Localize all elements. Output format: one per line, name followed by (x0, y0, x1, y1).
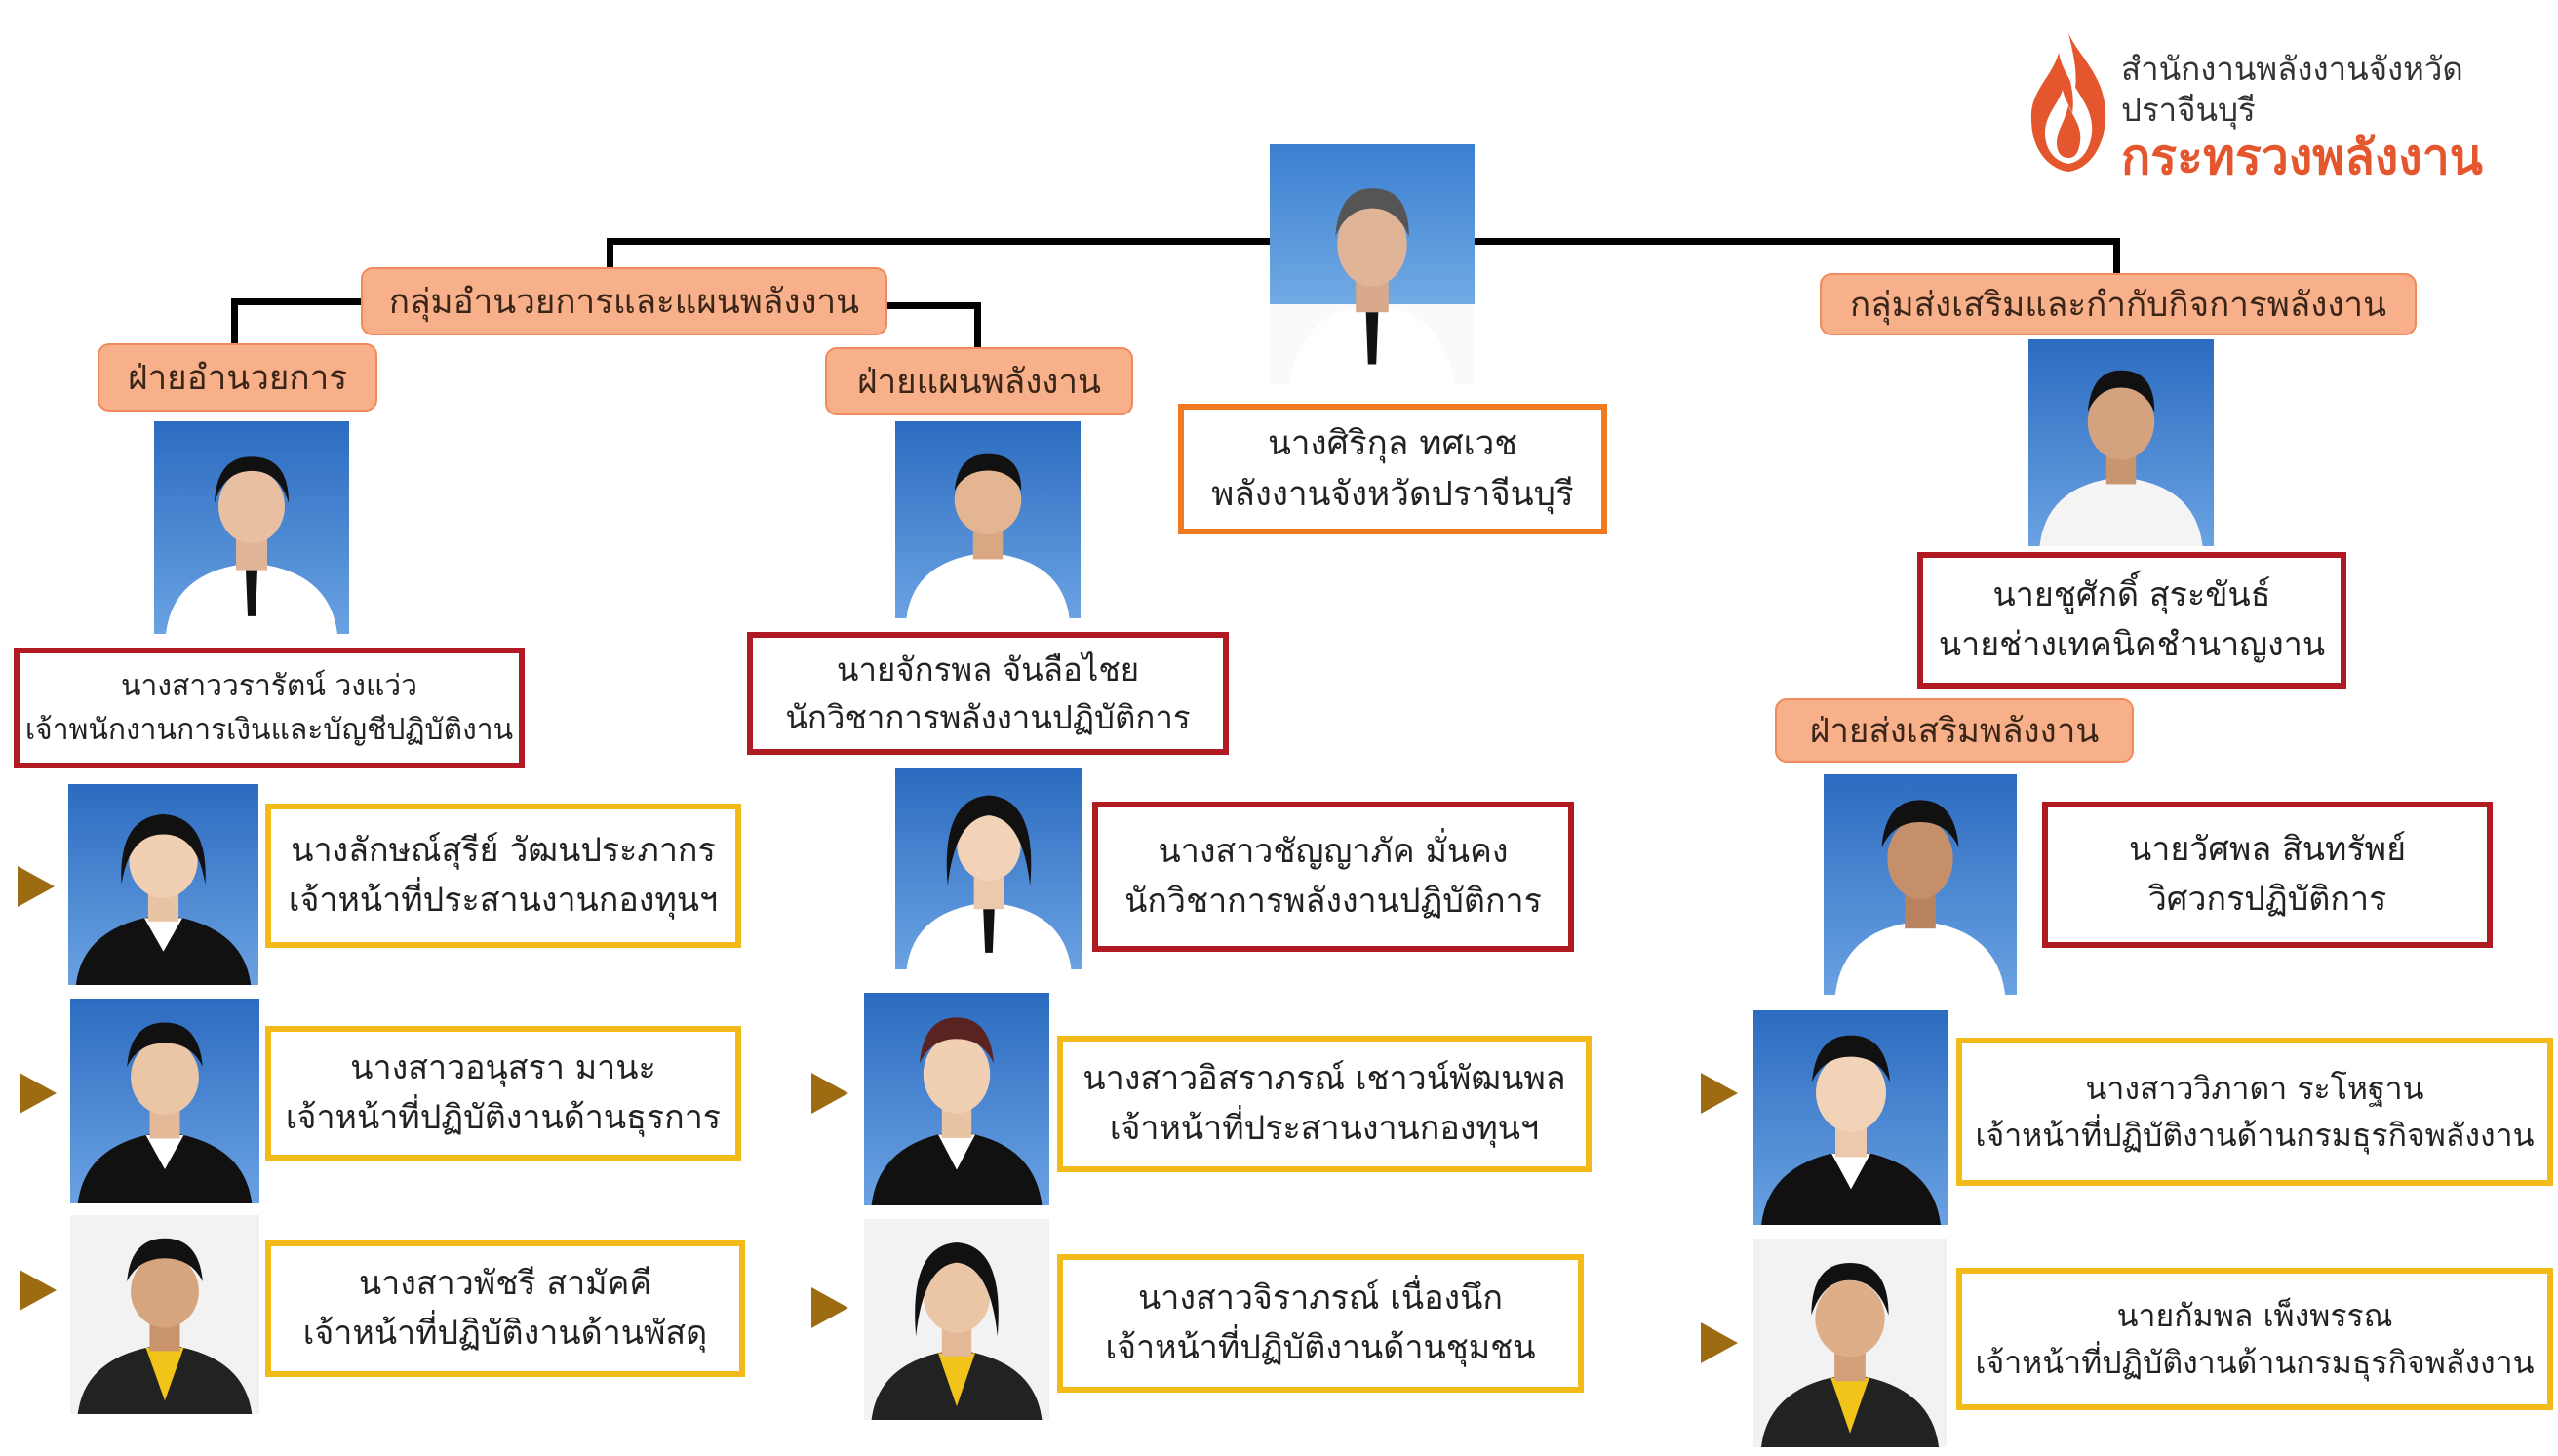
agency-logo: สำนักงานพลังงานจังหวัด ปราจีนบุรี กระทรว… (2024, 29, 2550, 185)
photo-admin-1 (68, 784, 258, 985)
head-card: นางศิริกุล ทศเวช พลังงานจังหวัดปราจีนบุร… (1178, 404, 1607, 534)
photo-promo-lead (2028, 339, 2214, 546)
photo-admin-3 (70, 1215, 259, 1414)
photo-promo-2 (1824, 774, 2017, 995)
arrow-right-icon (1701, 1073, 1738, 1114)
photo-head (1270, 144, 1475, 384)
photo-admin-lead (154, 421, 349, 634)
card-planning-2: นางสาวชัญญาภัค มั่นคง นักวิชาการพลังงานป… (1092, 802, 1574, 952)
connector-planning (884, 302, 981, 309)
group-promotion: กลุ่มส่งเสริมและกำกับกิจการพลังงาน (1820, 273, 2417, 335)
logo-line-3: กระทรวงพลังงาน (2121, 129, 2483, 185)
division-admin: ฝ่ายอำนวยการ (98, 343, 377, 412)
connector-right-drop (2113, 238, 2120, 273)
card-promo-lead: นายชูศักดิ์ สุระขันธ์ นายช่างเทคนิคชำนาญ… (1917, 552, 2346, 689)
card-promo-4: นายกัมพล เพ็งพรรณ เจ้าหน้าที่ปฏิบัติงานด… (1956, 1268, 2553, 1410)
photo-promo-3 (1753, 1010, 1948, 1225)
flame-logo-icon (2030, 33, 2106, 172)
head-position: พลังงานจังหวัดปราจีนบุรี (1211, 475, 1574, 514)
arrow-right-icon (20, 1073, 57, 1114)
logo-line-1: สำนักงานพลังงานจังหวัด (2121, 50, 2463, 88)
connector-admin (231, 298, 363, 305)
division-planning: ฝ่ายแผนพลังงาน (825, 347, 1133, 415)
card-admin-1: นางลักษณ์สุรีย์ วัฒนประภากร เจ้าหน้าที่ป… (265, 804, 741, 948)
photo-planning-lead (895, 421, 1081, 618)
photo-planning-4 (864, 1219, 1049, 1420)
card-planning-4: นางสาวจิราภรณ์ เนื่องนึก เจ้าหน้าที่ปฏิบ… (1057, 1254, 1584, 1393)
connector-admin-drop (231, 298, 238, 347)
connector-planning-drop (974, 302, 981, 351)
connector-left-drop (607, 238, 613, 267)
card-promo-2: นายวัศพล สินทรัพย์ วิศวกรปฏิบัติการ (2042, 802, 2493, 948)
card-admin-2: นางสาวอนุสรา มานะ เจ้าหน้าที่ปฏิบัติงานด… (265, 1026, 741, 1161)
card-planning-lead: นายจักรพล จันลือไชย นักวิชาการพลังงานปฏิ… (747, 632, 1229, 755)
card-admin-3: นางสาวพัชรี สามัคคี เจ้าหน้าที่ปฏิบัติงา… (265, 1240, 745, 1377)
card-planning-3: นางสาวอิสราภรณ์ เชาวน์พัฒนพล เจ้าหน้าที่… (1057, 1036, 1592, 1172)
group-admin-planning: กลุ่มอำนวยการและแผนพลังงาน (361, 267, 887, 335)
card-admin-lead: นางสาววรารัตน์ วงแว่ว เจ้าพนักงานการเงิน… (14, 648, 525, 768)
arrow-right-icon (811, 1073, 848, 1114)
card-promo-3: นางสาววิภาดา ระโหฐาน เจ้าหน้าที่ปฏิบัติง… (1956, 1038, 2553, 1186)
arrow-right-icon (20, 1270, 57, 1311)
logo-line-2: ปราจีนบุรี (2121, 91, 2256, 129)
photo-planning-3 (864, 993, 1049, 1205)
photo-admin-2 (70, 999, 259, 1203)
arrow-right-icon (1701, 1322, 1738, 1363)
photo-planning-2 (895, 768, 1082, 969)
division-promotion: ฝ่ายส่งเสริมพลังงาน (1775, 698, 2134, 763)
arrow-right-icon (18, 866, 55, 907)
head-name: นางศิริกุล ทศเวช (1267, 423, 1518, 463)
photo-promo-4 (1753, 1239, 1947, 1447)
arrow-right-icon (811, 1287, 848, 1328)
